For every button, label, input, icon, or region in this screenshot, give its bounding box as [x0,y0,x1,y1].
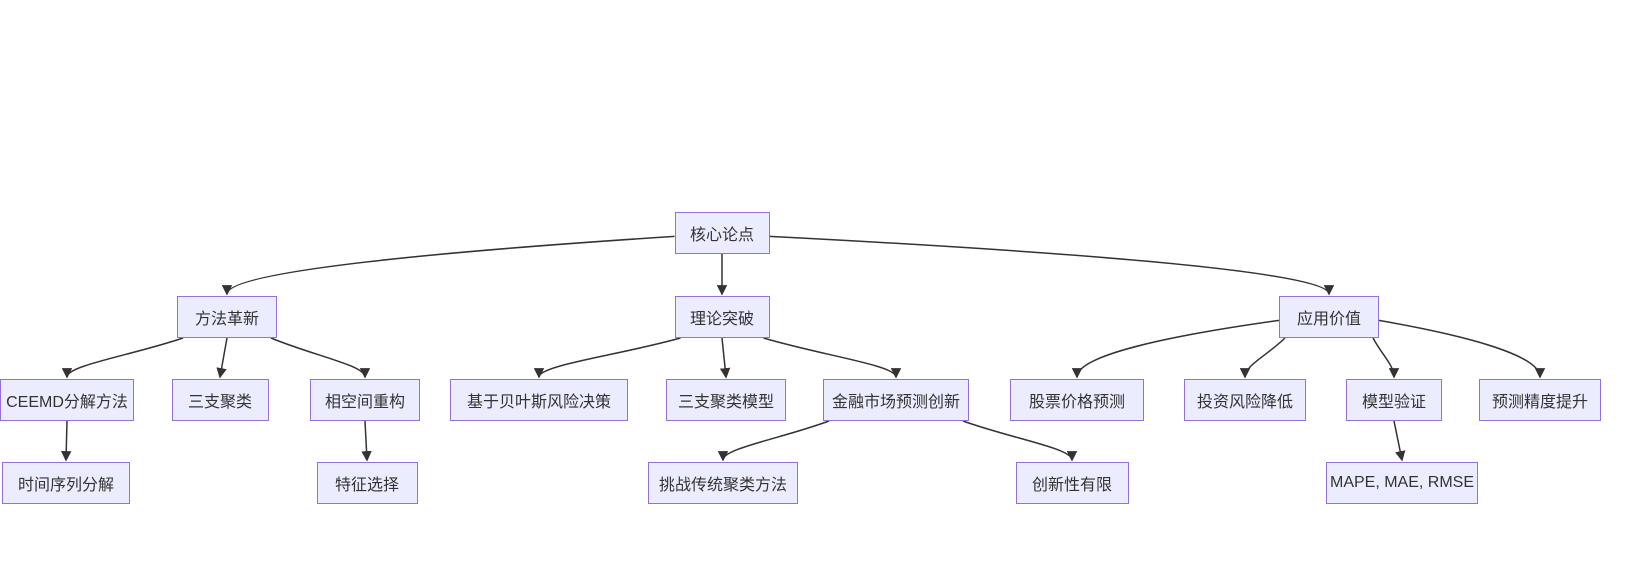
edge-application-invest [1239,337,1286,379]
edge-method-threeway [216,337,228,379]
edge-application-stock [1071,319,1280,379]
node-stock: 股票价格预测 [1010,379,1144,421]
node-precision: 预测精度提升 [1479,379,1601,421]
edge-theory-bayes [533,337,681,379]
node-challenge: 挑战传统聚类方法 [648,462,798,504]
node-limited: 创新性有限 [1015,462,1129,504]
edge-theory-threeway_model [719,337,731,379]
node-application: 应用价值 [1279,296,1379,338]
node-bayes: 基于贝叶斯风险决策 [450,379,628,421]
node-timeseries: 时间序列分解 [2,462,130,504]
node-phase: 相空间重构 [310,379,420,421]
edge-theory-finance [763,337,902,379]
node-method: 方法革新 [177,296,277,338]
edge-method-phase [270,337,371,379]
edge-application-precision [1378,319,1546,379]
edge-core-application [769,235,1335,296]
edge-finance-challenge [717,420,830,462]
node-ceemd: CEEMD分解方法 [0,379,134,421]
node-validation: 模型验证 [1346,379,1442,421]
node-feature: 特征选择 [316,462,418,504]
edge-phase-feature [361,420,372,462]
node-invest: 投资风险降低 [1184,379,1306,421]
node-metrics: MAPE, MAE, RMSE [1326,462,1478,504]
edge-ceemd-timeseries [60,420,72,462]
edge-validation-metrics [1393,420,1406,462]
edge-group [60,235,1546,462]
node-theory: 理论突破 [674,296,770,338]
edge-method-ceemd [61,337,184,379]
node-threeway: 三支聚类 [171,379,269,421]
edge-finance-limited [962,420,1078,462]
edge-application-validation [1372,337,1400,379]
edge-core-method [221,235,675,296]
node-threeway_model: 三支聚类模型 [666,379,786,421]
node-finance: 金融市场预测创新 [823,379,969,421]
node-core: 核心论点 [674,212,770,254]
